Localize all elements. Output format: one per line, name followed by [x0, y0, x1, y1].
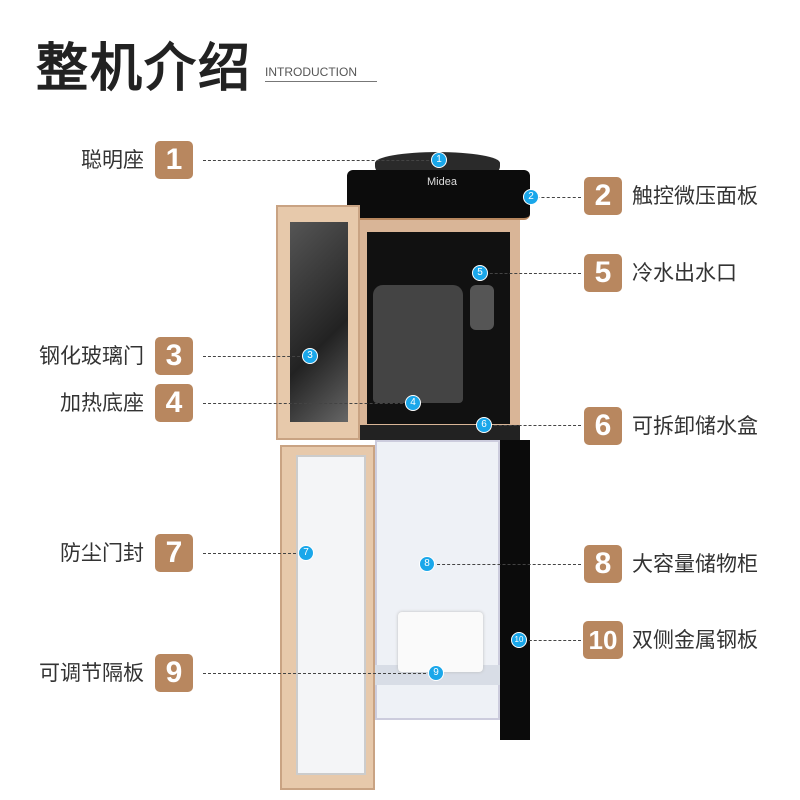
marker-2: 2 — [523, 189, 539, 205]
feature-badge-9: 9 — [155, 654, 193, 692]
leader-line-6 — [484, 425, 581, 426]
feature-badge-5: 5 — [584, 254, 622, 292]
marker-10: 10 — [511, 632, 527, 648]
leader-line-8 — [427, 564, 581, 565]
marker-5: 5 — [472, 265, 488, 281]
feature-badge-1: 1 — [155, 141, 193, 179]
feature-label-4: 加热底座 — [60, 391, 144, 415]
leader-line-2 — [531, 197, 581, 198]
door-seal — [296, 455, 366, 775]
kettle — [373, 285, 463, 403]
side-steel-panel — [500, 440, 530, 740]
marker-4: 4 — [405, 395, 421, 411]
touch-panel — [347, 170, 530, 220]
feature-label-1: 聪明座 — [81, 148, 144, 172]
feature-badge-2: 2 — [584, 177, 622, 215]
feature-badge-8: 8 — [584, 545, 622, 583]
feature-label-6: 可拆卸储水盒 — [632, 414, 758, 438]
leader-line-3 — [203, 356, 310, 357]
cold-water-outlet — [470, 285, 494, 330]
feature-badge-10: 10 — [583, 621, 623, 659]
feature-label-8: 大容量储物柜 — [632, 552, 758, 576]
water-tray — [360, 425, 520, 440]
marker-3: 3 — [302, 348, 318, 364]
leader-line-5 — [480, 273, 581, 274]
cups — [398, 612, 483, 672]
feature-label-5: 冷水出水口 — [632, 261, 737, 285]
brand-logo: Midea — [427, 176, 457, 188]
page-title: 整机介绍 — [36, 39, 253, 99]
marker-9: 9 — [428, 665, 444, 681]
glass-pane — [290, 222, 348, 422]
feature-label-2: 触控微压面板 — [632, 184, 758, 208]
marker-6: 6 — [476, 417, 492, 433]
feature-badge-4: 4 — [155, 384, 193, 422]
feature-badge-6: 6 — [584, 407, 622, 445]
leader-line-9 — [203, 673, 436, 674]
feature-badge-7: 7 — [155, 534, 193, 572]
feature-label-9: 可调节隔板 — [39, 661, 144, 685]
marker-1: 1 — [431, 152, 447, 168]
feature-badge-3: 3 — [155, 337, 193, 375]
leader-line-10 — [519, 640, 581, 641]
leader-line-4 — [203, 403, 413, 404]
page-subtitle: INTRODUCTION — [265, 65, 377, 82]
feature-label-3: 钢化玻璃门 — [39, 344, 144, 368]
marker-8: 8 — [419, 556, 435, 572]
feature-label-7: 防尘门封 — [60, 541, 144, 565]
feature-label-10: 双侧金属钢板 — [632, 628, 758, 652]
leader-line-1 — [203, 160, 439, 161]
marker-7: 7 — [298, 545, 314, 561]
leader-line-7 — [203, 553, 306, 554]
